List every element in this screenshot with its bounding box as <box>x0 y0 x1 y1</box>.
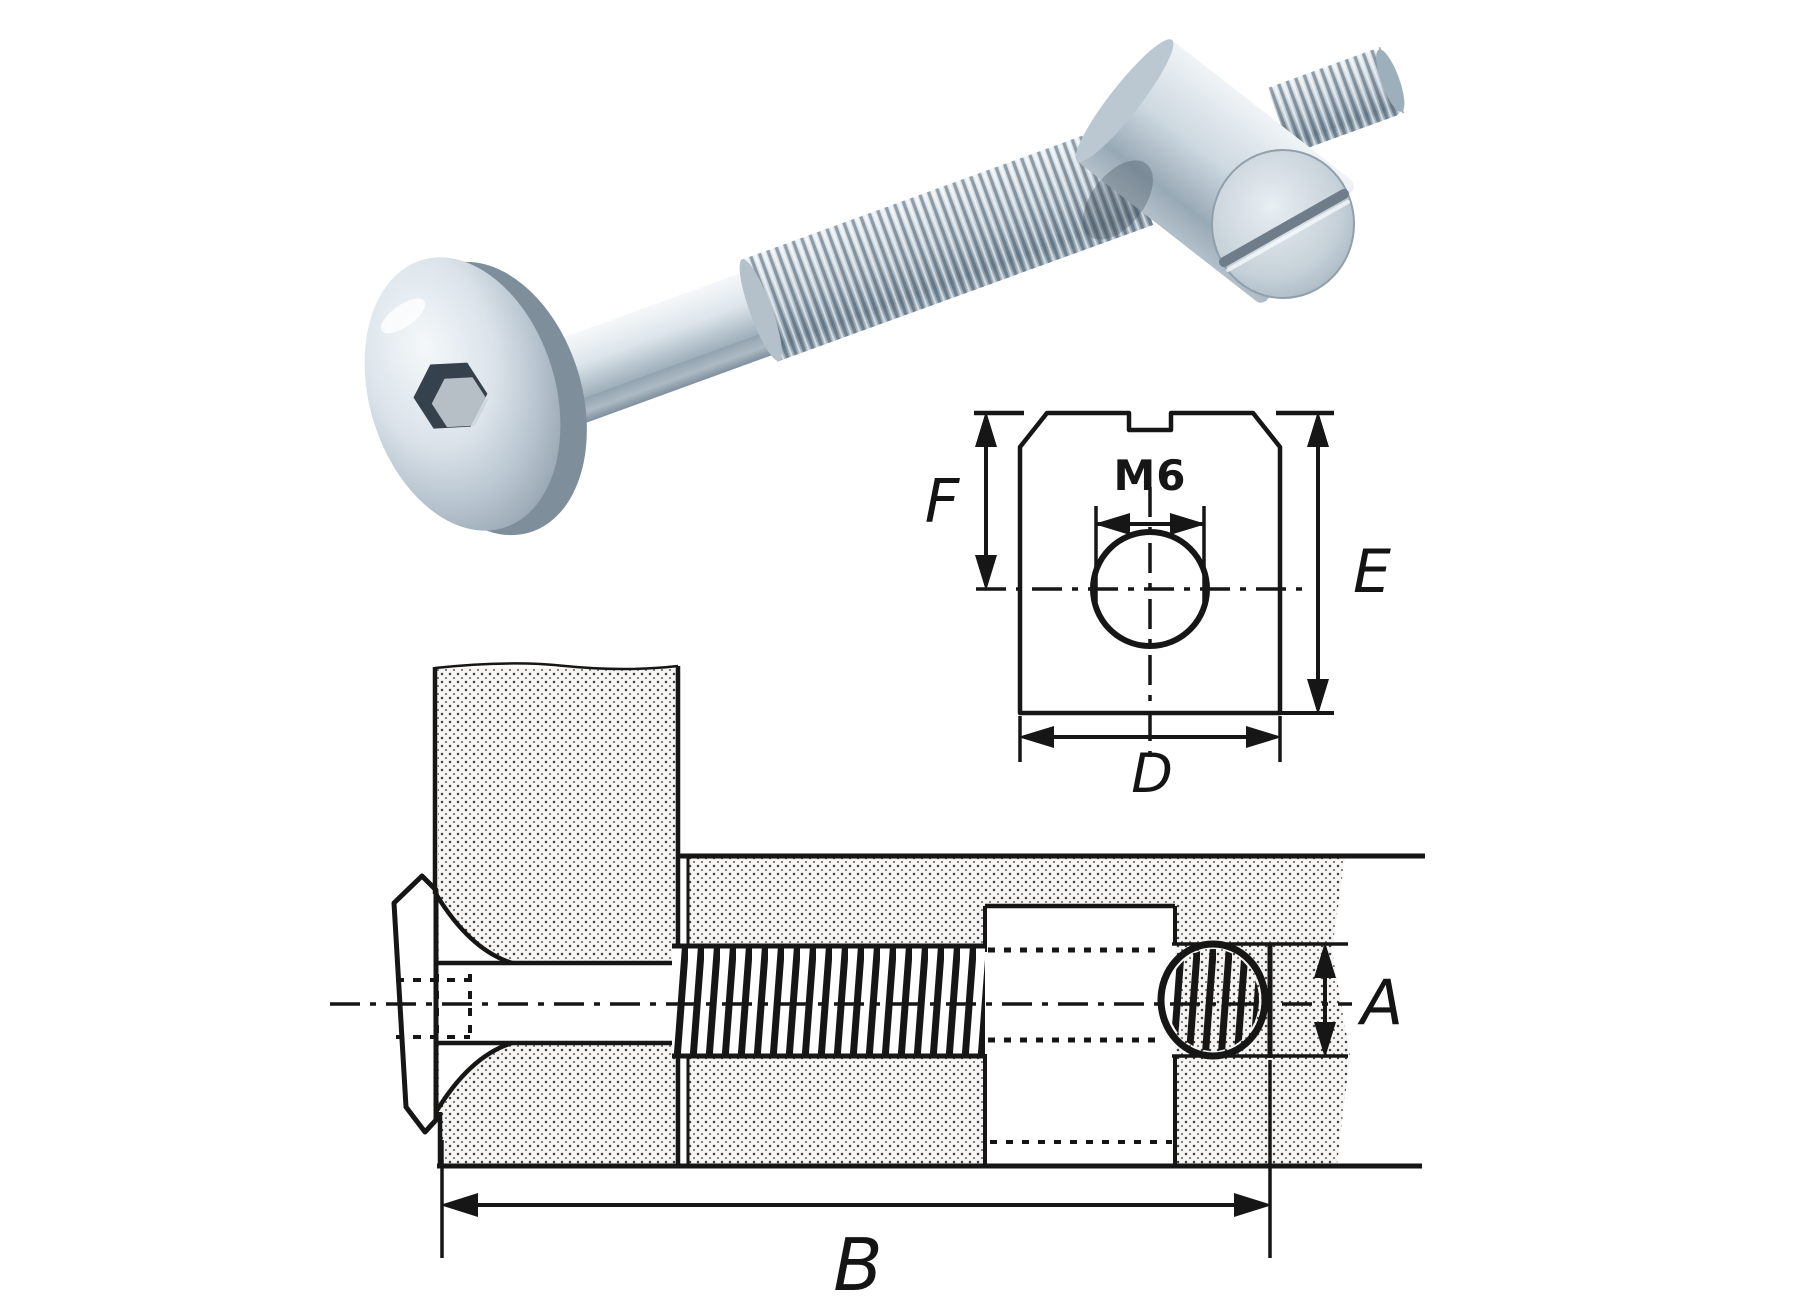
bolt-thread-photo <box>739 123 1154 362</box>
dim-a: A <box>1172 942 1403 1058</box>
dim-e-label: E <box>1353 537 1391 607</box>
dim-a-label: A <box>1357 966 1403 1039</box>
dim-b: B <box>440 1060 1272 1300</box>
bolt-tip-photo <box>1267 47 1405 154</box>
vertical-panel-section <box>432 662 681 1164</box>
nut-shaft-shadow <box>1083 160 1153 240</box>
bolt-head-section <box>391 873 472 1135</box>
bolt-photo <box>364 39 1405 536</box>
dim-m6: M6 <box>1094 451 1206 602</box>
bolt-head-photo <box>364 257 587 536</box>
dim-b-label: B <box>833 1223 882 1300</box>
thread-size-label: M6 <box>1113 451 1186 500</box>
barrel-nut-section <box>1157 940 1273 1060</box>
dim-e: E <box>1307 411 1391 715</box>
dim-f-label: F <box>925 467 961 537</box>
dim-f: F <box>925 411 997 591</box>
nut-bore-section <box>983 903 1177 1164</box>
dim-d-label: D <box>1131 742 1173 805</box>
barrel-nut-photo <box>1075 39 1355 303</box>
nut-body-shape <box>1017 410 1283 716</box>
dim-d: D <box>1018 716 1282 805</box>
barrel-nut-diagram: M6 F E D <box>925 410 1391 805</box>
horizontal-panel-section <box>437 853 1425 1169</box>
assembly-section-diagram: A B <box>330 662 1425 1300</box>
bolt-thread-section <box>672 943 985 1059</box>
nut-slot-photo <box>1219 189 1350 272</box>
hex-socket-hidden-lines <box>396 974 472 1043</box>
